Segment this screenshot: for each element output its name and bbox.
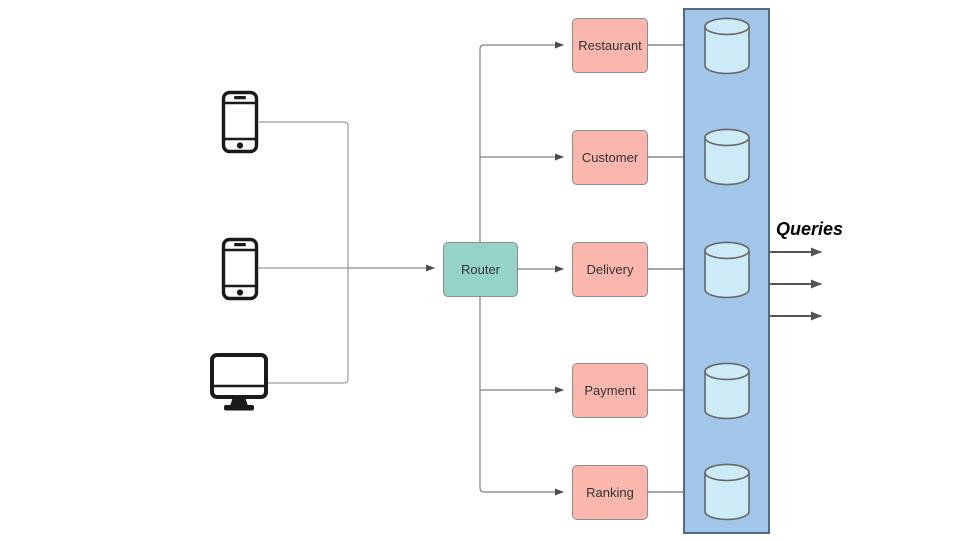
- service-label: Payment: [584, 383, 636, 398]
- desktop-monitor-icon: [209, 352, 269, 419]
- service-node-restaurant: Restaurant: [572, 18, 648, 73]
- service-node-payment: Payment: [572, 363, 648, 418]
- database-cylinder-icon: [703, 128, 751, 186]
- router-node: Router: [443, 242, 518, 297]
- service-label: Customer: [581, 150, 639, 165]
- database-cylinder-icon: [703, 362, 751, 420]
- smartphone-icon: [221, 237, 259, 306]
- smartphone-icon: [221, 90, 259, 159]
- router-label: Router: [460, 262, 501, 277]
- database-cylinder-icon: [703, 241, 751, 299]
- service-label: Restaurant: [578, 38, 642, 53]
- service-node-customer: Customer: [572, 130, 648, 185]
- service-node-delivery: Delivery: [572, 242, 648, 297]
- database-cylinder-icon: [703, 17, 751, 75]
- queries-label: Queries: [776, 219, 844, 239]
- service-node-ranking: Ranking: [572, 465, 648, 520]
- database-cylinder-icon: [703, 463, 751, 521]
- service-label: Ranking: [586, 485, 634, 500]
- service-label: Delivery: [586, 262, 634, 277]
